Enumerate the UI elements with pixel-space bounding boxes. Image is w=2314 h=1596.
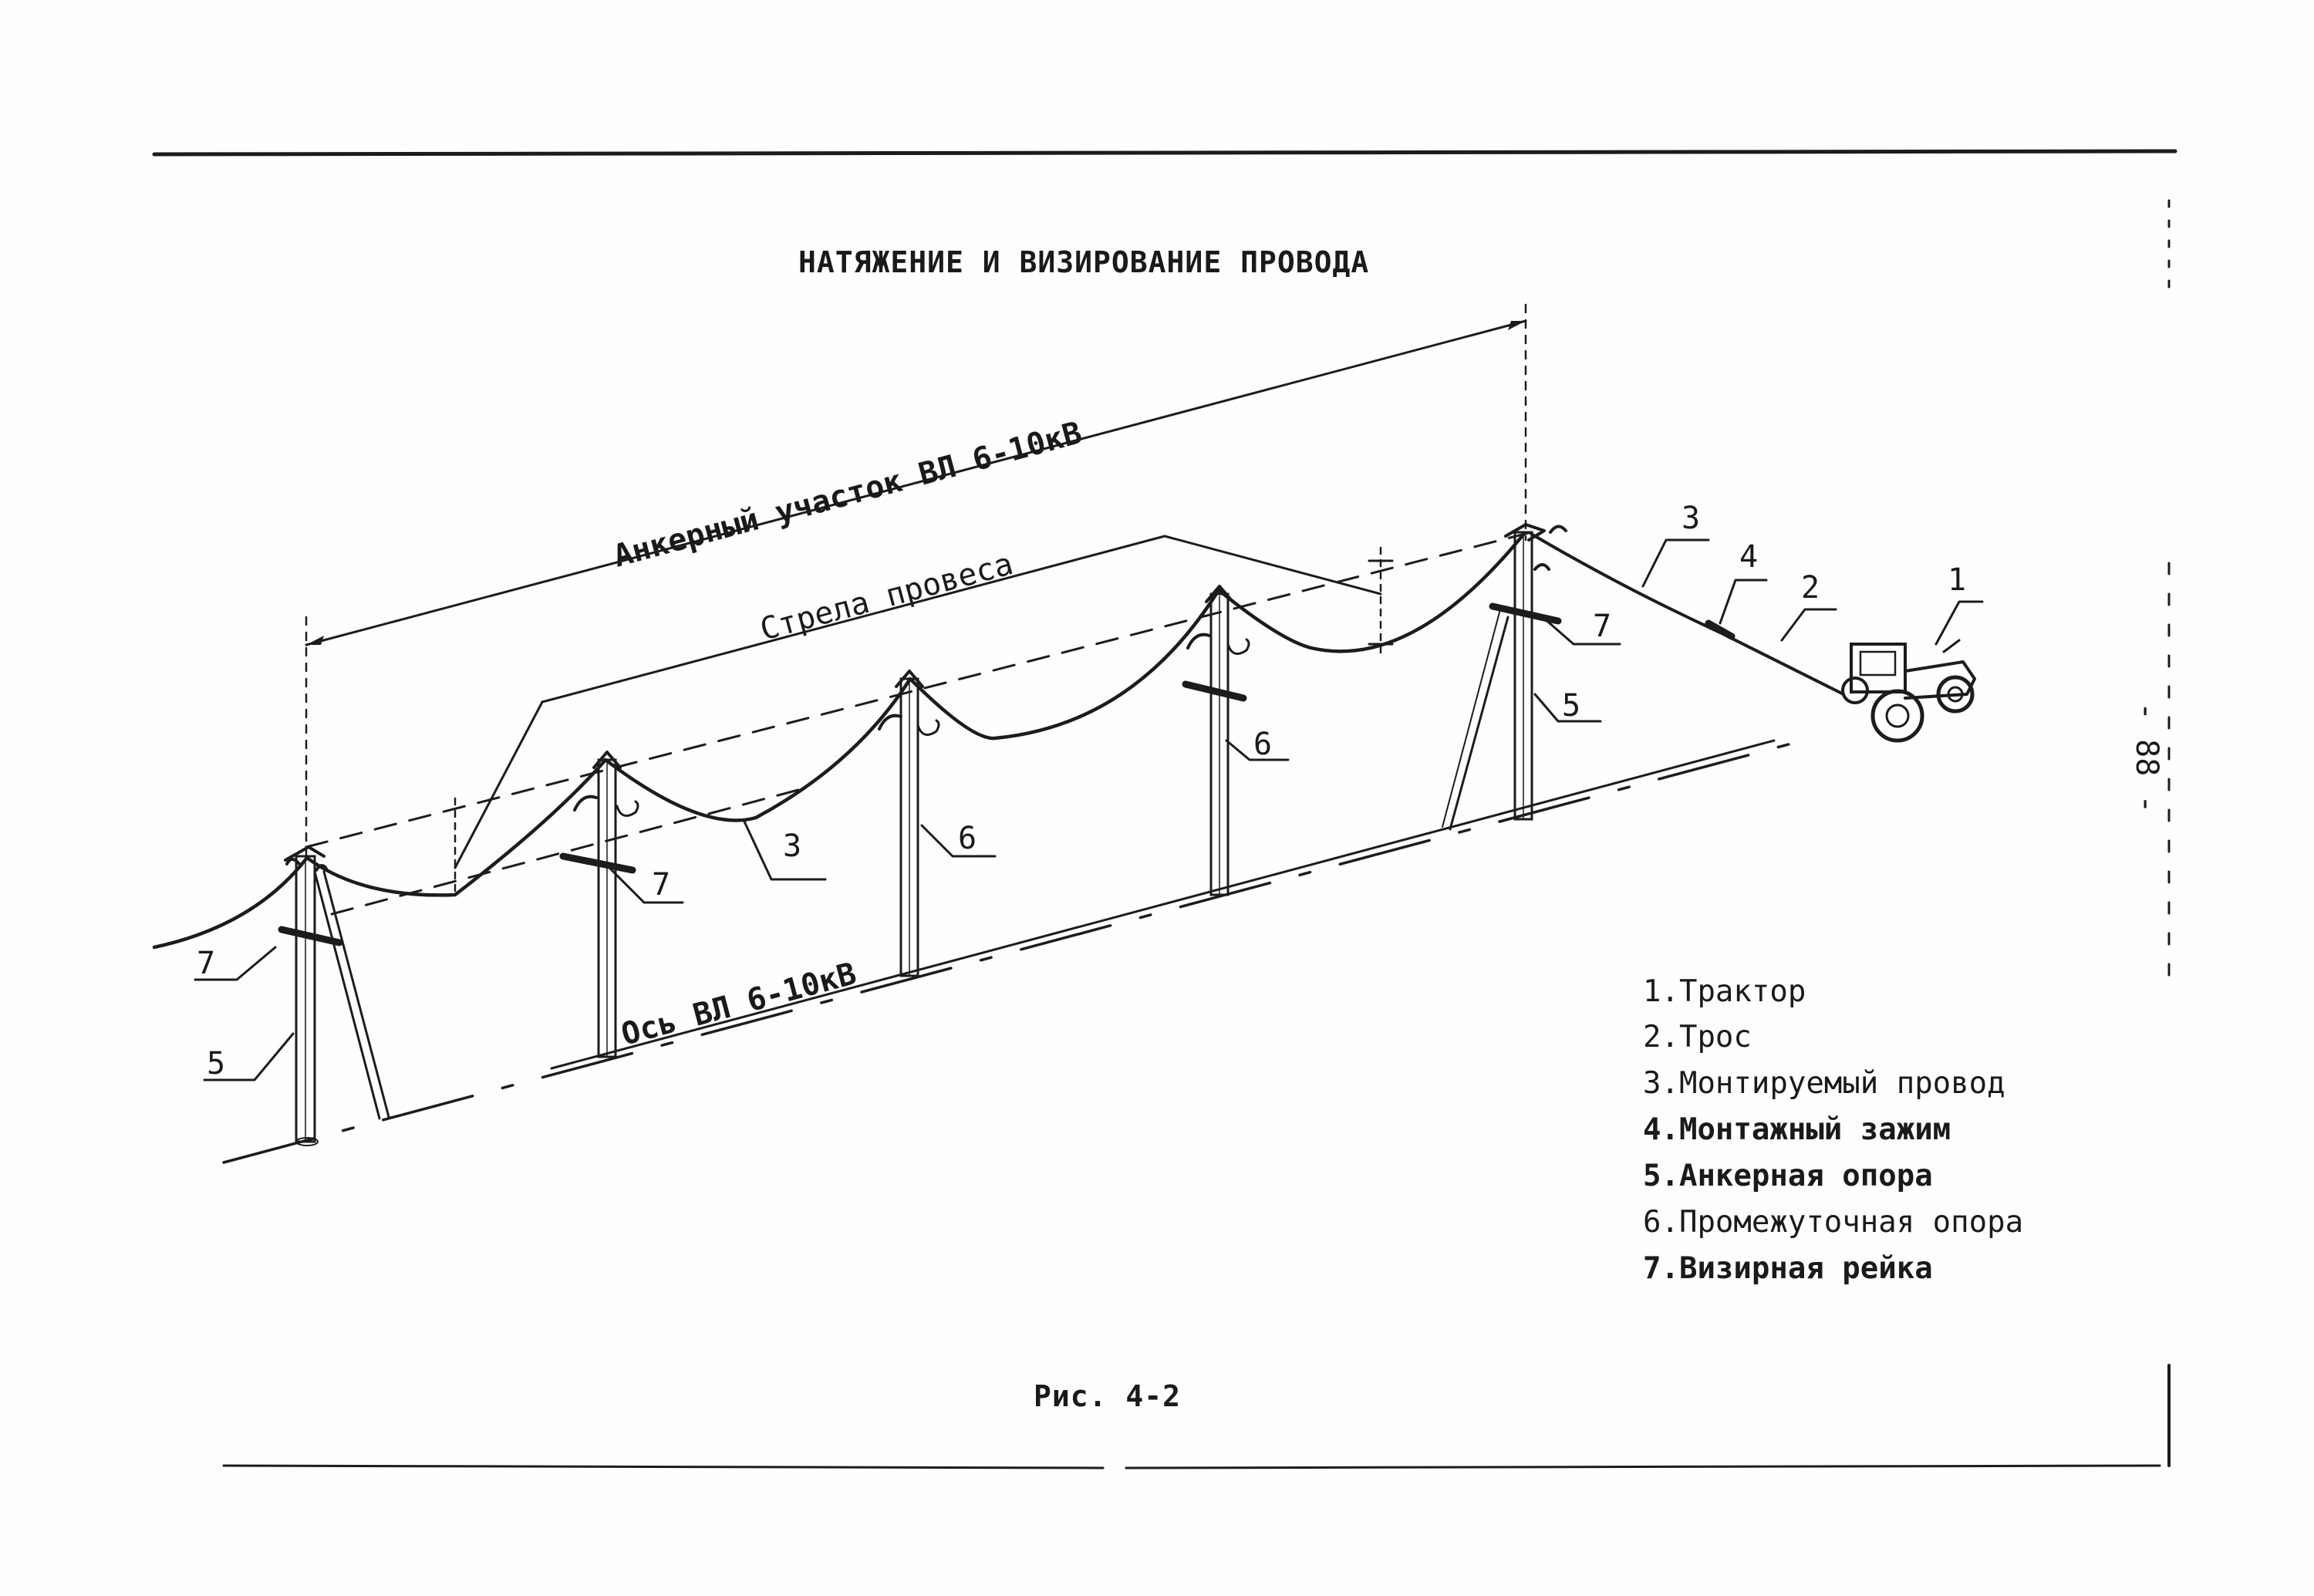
legend-item-tractor: 1.Трактор bbox=[1643, 974, 1806, 1009]
anchor-section-dimension bbox=[305, 303, 1527, 858]
legend-item-anchor-pole: 5.Анкерная опора bbox=[1643, 1159, 1933, 1193]
mounting-clamp bbox=[1705, 619, 1736, 640]
arrow-head-left bbox=[306, 636, 324, 645]
legend-item-intermediate-pole: 6.Промежуточная опора bbox=[1643, 1205, 2023, 1240]
sag-leader bbox=[454, 535, 1382, 869]
marker-7-right: 7 bbox=[1593, 609, 1611, 644]
steel-rope bbox=[1530, 532, 1845, 696]
leader-lines bbox=[194, 538, 1984, 1081]
marker-6-a: 6 bbox=[958, 821, 977, 856]
sighting-line-lower bbox=[330, 785, 811, 916]
legend-item-sighting-rod: 7.Визирная рейка bbox=[1643, 1251, 1933, 1286]
anchor-pole-left bbox=[284, 845, 390, 1146]
legend-item-rope: 2.Трос bbox=[1643, 1020, 1752, 1054]
marker-2: 2 bbox=[1801, 570, 1820, 606]
marker-7-mid: 7 bbox=[652, 867, 670, 903]
marker-5-left: 5 bbox=[207, 1046, 225, 1081]
sighting-rods bbox=[278, 602, 1562, 946]
page-borders bbox=[152, 149, 2177, 1469]
legend-item-wire: 3.Монтируемый провод bbox=[1643, 1066, 2005, 1101]
marker-3-top: 3 bbox=[1682, 501, 1700, 536]
figure-caption: Рис. 4-2 bbox=[1034, 1379, 1181, 1413]
sag-label: Стрела провеса bbox=[757, 546, 1017, 648]
marker-6-b: 6 bbox=[1253, 727, 1272, 762]
intermediate-pole-1 bbox=[573, 751, 639, 1058]
conductor-wire bbox=[152, 532, 1526, 950]
diagram-title: НАТЯЖЕНИЕ И ВИЗИРОВАНИЕ ПРОВОДА bbox=[798, 245, 1369, 279]
legend: 1.Трактор 2.Трос 3.Монтируемый провод 4.… bbox=[1643, 974, 2023, 1286]
ground-lines bbox=[222, 739, 1799, 1164]
intermediate-pole-3 bbox=[1186, 585, 1250, 896]
axis-label: Ось ВЛ 6-10кВ bbox=[618, 956, 860, 1052]
anchor-section-label: Анкерный участок ВЛ 6-10кВ bbox=[610, 415, 1086, 574]
arrow-head-right bbox=[1508, 321, 1526, 330]
marker-7-left: 7 bbox=[197, 946, 215, 981]
marker-5-right: 5 bbox=[1562, 688, 1580, 724]
page-number: - 88 - bbox=[2129, 702, 2164, 814]
legend-item-clamp: 4.Монтажный зажим bbox=[1643, 1112, 1951, 1147]
tractor-icon bbox=[1841, 639, 1976, 743]
marker-3-mid: 3 bbox=[783, 828, 801, 864]
marker-4: 4 bbox=[1739, 539, 1758, 575]
anchor-pole-right bbox=[1442, 523, 1567, 831]
intermediate-pole-2 bbox=[878, 670, 940, 977]
marker-1: 1 bbox=[1948, 562, 1966, 598]
